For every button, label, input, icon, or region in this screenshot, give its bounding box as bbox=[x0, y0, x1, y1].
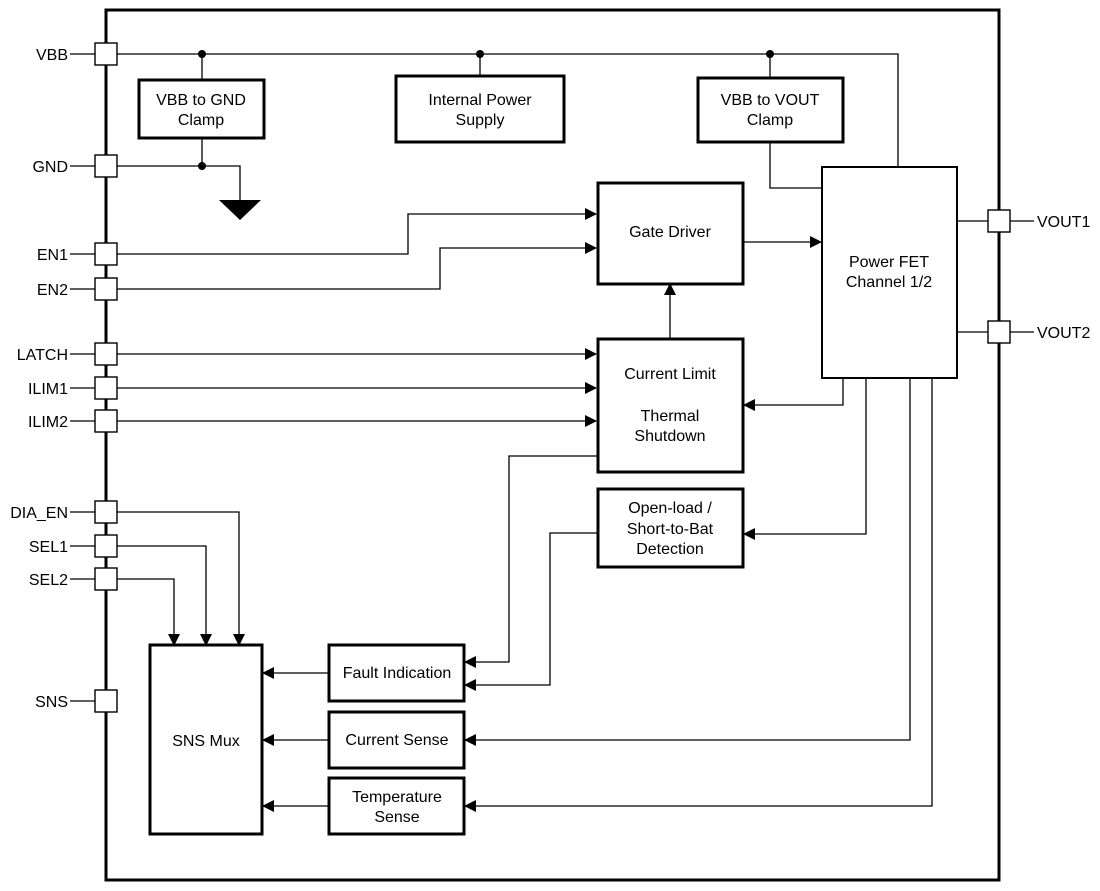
svg-text:Temperature: Temperature bbox=[352, 789, 442, 806]
sel1-pin bbox=[94, 534, 118, 558]
dia-en-wire bbox=[117, 511, 245, 646]
sns-label: SNS bbox=[35, 694, 68, 711]
sns-pin bbox=[94, 689, 118, 713]
svg-text:Sense: Sense bbox=[374, 809, 419, 826]
gnd-junction bbox=[198, 162, 206, 170]
sel1-label: SEL1 bbox=[29, 539, 68, 556]
svg-text:Open-load /: Open-load / bbox=[628, 500, 712, 517]
fet-to-temp-sense-wire bbox=[464, 378, 933, 812]
svg-text:Thermal: Thermal bbox=[641, 408, 700, 425]
pin-labels: VBB GND EN1 EN2 LATCH ILIM1 ILIM2 DIA_EN… bbox=[10, 47, 1090, 711]
svg-text:Current Sense: Current Sense bbox=[345, 732, 448, 749]
gnd-wire bbox=[117, 165, 241, 200]
sel2-wire bbox=[117, 578, 180, 646]
latch-label: LATCH bbox=[17, 347, 68, 364]
svg-text:Channel 1/2: Channel 1/2 bbox=[846, 274, 932, 291]
vbb-label: VBB bbox=[36, 47, 68, 64]
vout2-pin bbox=[987, 320, 1011, 344]
svg-text:SNS Mux: SNS Mux bbox=[172, 733, 240, 750]
internal-power-supply-block: Internal Power Supply bbox=[394, 74, 566, 144]
ilim2-pin bbox=[94, 409, 118, 433]
svg-text:VBB to GND: VBB to GND bbox=[156, 92, 246, 109]
en1-wire bbox=[117, 208, 597, 255]
wires bbox=[70, 53, 1034, 812]
vbb-junction-2 bbox=[476, 50, 484, 58]
limit-to-fault-wire bbox=[464, 455, 598, 668]
vbb-junction-3 bbox=[766, 50, 774, 58]
gnd-label: GND bbox=[32, 159, 68, 176]
vbb-vout-clamp-block: VBB to VOUT Clamp bbox=[696, 76, 845, 144]
fault-indication-block: Fault Indication bbox=[327, 643, 466, 703]
svg-text:Short-to-Bat: Short-to-Bat bbox=[627, 521, 714, 538]
en2-wire bbox=[117, 242, 597, 290]
en2-label: EN2 bbox=[37, 282, 68, 299]
svg-text:Current Limit: Current Limit bbox=[624, 366, 716, 383]
current-limit-thermal-shutdown-block: Current Limit Thermal Shutdown bbox=[596, 337, 745, 474]
pin-squares bbox=[94, 42, 1011, 713]
sel2-pin bbox=[94, 567, 118, 591]
open-load-detection-block: Open-load / Short-to-Bat Detection bbox=[596, 487, 745, 569]
latch-pin bbox=[94, 342, 118, 366]
vbb-rail bbox=[117, 53, 899, 167]
svg-text:Fault Indication: Fault Indication bbox=[343, 665, 452, 682]
svg-text:Shutdown: Shutdown bbox=[634, 428, 705, 445]
svg-text:VBB to VOUT: VBB to VOUT bbox=[721, 92, 820, 109]
dia-en-label: DIA_EN bbox=[10, 505, 68, 522]
vout1-pin bbox=[987, 209, 1011, 233]
fet-to-openload-wire bbox=[743, 378, 867, 540]
chip-outline bbox=[104, 8, 1001, 882]
vbb-gnd-clamp-block: VBB to GND Clamp bbox=[137, 78, 266, 140]
openload-to-fault-wire bbox=[464, 532, 598, 691]
vout2-label: VOUT2 bbox=[1037, 325, 1090, 342]
svg-text:Clamp: Clamp bbox=[178, 112, 224, 129]
vout1-label: VOUT1 bbox=[1037, 214, 1090, 231]
svg-text:Clamp: Clamp bbox=[747, 112, 793, 129]
svg-text:Internal Power: Internal Power bbox=[428, 92, 532, 109]
gate-driver-block: Gate Driver bbox=[596, 181, 745, 286]
svg-text:Supply: Supply bbox=[456, 112, 505, 129]
sel1-wire bbox=[117, 545, 212, 646]
ilim1-label: ILIM1 bbox=[28, 381, 68, 398]
ground-symbol bbox=[219, 200, 261, 220]
temperature-sense-block: Temperature Sense bbox=[327, 776, 466, 836]
en1-pin bbox=[94, 242, 118, 266]
svg-text:Detection: Detection bbox=[636, 541, 704, 558]
svg-text:Gate Driver: Gate Driver bbox=[629, 224, 711, 241]
vout-clamp-to-fet-wire bbox=[769, 142, 822, 189]
vbb-pin bbox=[94, 42, 118, 66]
en1-label: EN1 bbox=[37, 247, 68, 264]
current-sense-block: Current Sense bbox=[327, 710, 466, 770]
power-fet-block: Power FET Channel 1/2 bbox=[821, 166, 958, 379]
fet-to-current-sense-wire bbox=[464, 378, 911, 746]
ilim2-label: ILIM2 bbox=[28, 414, 68, 431]
dia-en-pin bbox=[94, 500, 118, 524]
en2-pin bbox=[94, 277, 118, 301]
vbb-junction-1 bbox=[198, 50, 206, 58]
gnd-pin bbox=[94, 154, 118, 178]
sns-mux-block: SNS Mux bbox=[148, 643, 264, 836]
fet-to-limit-wire bbox=[743, 378, 844, 411]
ilim1-pin bbox=[94, 376, 118, 400]
svg-text:Power FET: Power FET bbox=[849, 254, 929, 271]
sel2-label: SEL2 bbox=[29, 572, 68, 589]
